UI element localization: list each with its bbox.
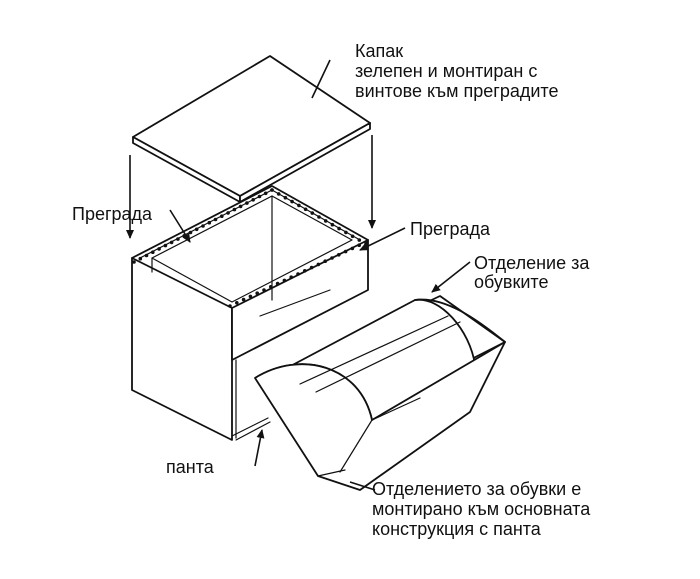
screw-dot [276, 192, 281, 196]
screw-dot [297, 203, 301, 208]
screw-dot [194, 227, 199, 232]
screw-dot [262, 288, 266, 292]
hinge-strip [231, 417, 271, 441]
screw-dot [323, 259, 328, 264]
screw-dot [296, 272, 300, 276]
screw-dot [245, 201, 249, 205]
screw-dot [350, 246, 355, 251]
screw-dot [151, 250, 155, 254]
screw-dots-front [228, 240, 368, 308]
screw-dot [270, 188, 274, 192]
screw-dot [282, 278, 287, 283]
screw-dots-left [132, 188, 274, 264]
screw-dot [283, 195, 288, 200]
screw-dot [138, 256, 143, 261]
compartment-label-line2: обувките [474, 272, 549, 292]
lid-arrows [126, 135, 376, 239]
screw-dot [290, 199, 294, 204]
screw-dot [241, 297, 246, 302]
screw-dot [163, 243, 168, 248]
screw-dot [316, 262, 321, 267]
partition-left-label: Преграда [72, 204, 153, 224]
screw-dot [248, 294, 253, 299]
lid-label-line3: винтове към преградите [355, 81, 559, 101]
screw-dot [132, 260, 136, 264]
screw-dot [201, 224, 205, 228]
main-box [131, 185, 369, 441]
hinge-label: панта [166, 457, 214, 477]
partition-right-label: Преграда [410, 219, 491, 239]
screw-dot [357, 238, 362, 242]
screw-dot [303, 207, 308, 212]
screw-dot [344, 230, 348, 235]
screw-dot [364, 240, 368, 244]
note-label-line2: монтирано към основната [372, 499, 591, 519]
screw-dot [220, 214, 224, 218]
screw-dot [255, 291, 259, 296]
screw-dot [157, 247, 161, 251]
screw-dot [263, 191, 268, 196]
screw-dot [251, 198, 255, 202]
screw-dot [238, 204, 243, 209]
screw-dot [176, 237, 180, 241]
screw-dot [343, 249, 348, 254]
lid-label-line2: зелепен и монтиран с [355, 61, 538, 81]
lid-label-title: Капак [355, 41, 404, 61]
screw-dot [330, 256, 334, 260]
screw-dot [257, 194, 262, 199]
screw-dot [232, 207, 237, 212]
screw-dot [337, 226, 341, 231]
screw-dot [235, 301, 239, 305]
screw-dot [207, 220, 212, 225]
screw-dot [188, 230, 193, 235]
screw-dot [144, 253, 149, 258]
screw-dot [169, 240, 174, 245]
note-label-line3: конструкция с панта [372, 519, 541, 539]
leader-lines [169, 59, 471, 491]
screw-dot [228, 304, 232, 308]
screw-dot [330, 222, 335, 227]
screw-dot [226, 211, 230, 215]
screw-dot [303, 269, 307, 273]
screw-dot [309, 265, 314, 270]
compartment-label-line1: Отделение за [474, 253, 590, 273]
screw-dot [317, 215, 321, 219]
shoe-compartment [254, 295, 506, 491]
screw-dot [275, 281, 280, 286]
screw-dot [269, 285, 273, 289]
screw-dot [350, 234, 355, 239]
screw-dot [289, 275, 294, 280]
screw-dot [323, 219, 328, 223]
screw-dot [337, 253, 341, 257]
lid-panel [132, 55, 371, 203]
note-label-line1: Отделението за обувки е [372, 479, 582, 499]
screw-dots-right [270, 188, 368, 246]
screw-dot [310, 211, 315, 215]
screw-dot [213, 217, 218, 222]
screw-dot [357, 243, 362, 247]
